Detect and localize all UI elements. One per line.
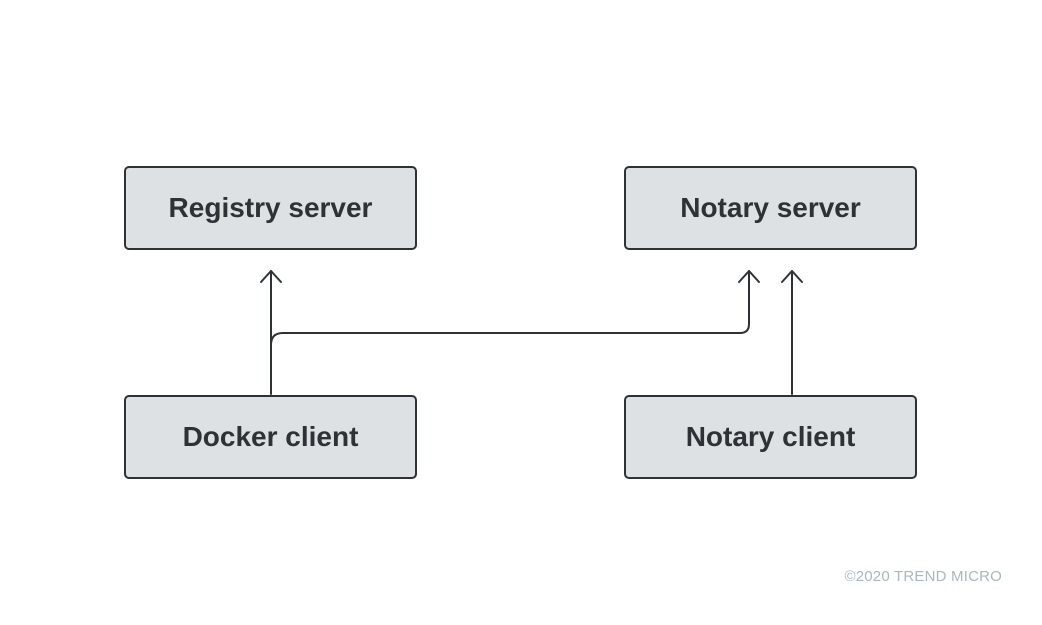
- notary-client-box: Notary client: [624, 395, 917, 479]
- docker-client-box: Docker client: [124, 395, 417, 479]
- arrowhead-registry: [260, 270, 282, 283]
- arrowhead-notary-left: [738, 270, 760, 283]
- arrowhead-notary-right: [781, 270, 803, 283]
- notary-server-box: Notary server: [624, 166, 917, 250]
- edge-docker-to-notary-server: [270, 270, 750, 346]
- copyright-notice: ©2020 TREND MICRO: [844, 568, 1002, 585]
- registry-server-box: Registry server: [124, 166, 417, 250]
